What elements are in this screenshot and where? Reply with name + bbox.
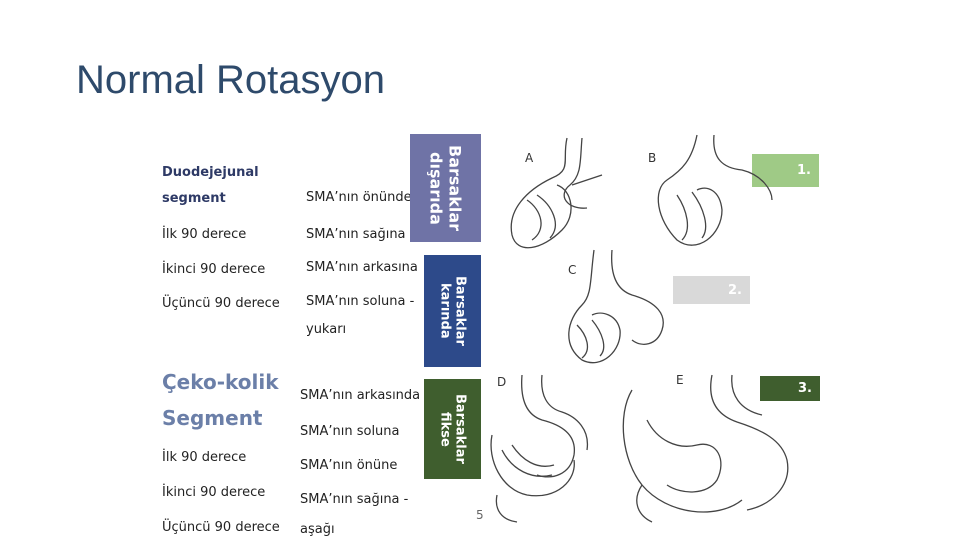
ceko-label-2: İlk 90 derece xyxy=(162,450,247,465)
figure-label-a: A xyxy=(525,151,534,165)
figure-b xyxy=(657,134,773,246)
ceko-heading-line1: Çeko-kolik xyxy=(162,370,279,394)
duodeno-value-1: SMA’nın sağına xyxy=(306,227,406,242)
ceko-label-4: Üçüncü 90 derece xyxy=(162,520,280,535)
ceko-value-1: SMA’nın soluna xyxy=(300,424,400,439)
figure-d xyxy=(490,374,589,523)
ceko-value-3: SMA’nın sağına - xyxy=(300,492,409,507)
ceko-value-2: SMA’nın önüne xyxy=(300,458,398,473)
bar3-text: Barsaklar fikse xyxy=(437,394,468,464)
stage-2-badge: 2. xyxy=(673,276,750,304)
page-number: 5 xyxy=(476,508,484,522)
bar2-text: Barsaklar karında xyxy=(437,276,468,346)
bar-barsaklar-fikse: Barsaklar fikse xyxy=(424,379,481,479)
figure-label-b: B xyxy=(648,151,657,165)
duodeno-heading-line1: Duodejejunal xyxy=(162,165,259,180)
duodeno-heading: Duodejejunal segment xyxy=(162,160,259,212)
ceko-label-3: İkinci 90 derece xyxy=(162,485,266,500)
figure-label-e: E xyxy=(676,373,684,387)
duodeno-label-2: İkinci 90 derece xyxy=(162,262,266,277)
ceko-value-0: SMA’nın arkasında xyxy=(300,388,421,403)
ceko-heading-line2: Segment xyxy=(162,406,263,430)
duodeno-value-2: SMA’nın arkasına xyxy=(306,260,418,275)
duodeno-label-3: Üçüncü 90 derece xyxy=(162,296,280,311)
duodeno-label-1: İlk 90 derece xyxy=(162,227,247,242)
ceko-value-4: aşağı xyxy=(300,522,335,537)
duodeno-value-0: SMA’nın önünde xyxy=(306,190,412,205)
figure-label-d: D xyxy=(497,375,507,389)
duodeno-value-4: yukarı xyxy=(306,322,347,337)
bar-barsaklar-disarida: Barsaklar dışarıda xyxy=(410,134,481,242)
figure-c xyxy=(568,249,664,364)
slide-title: Normal Rotasyon xyxy=(76,58,386,102)
duodeno-value-3: SMA’nın soluna - xyxy=(306,294,415,309)
figure-e xyxy=(622,374,789,523)
figure-label-c: C xyxy=(568,263,577,277)
stage-3-badge: 3. xyxy=(760,376,820,401)
rotation-diagram xyxy=(490,134,789,523)
figure-a xyxy=(510,137,603,249)
duodeno-heading-line2: segment xyxy=(162,191,226,206)
bar-barsaklar-karinda: Barsaklar karında xyxy=(424,255,481,367)
bar1-text: Barsaklar dışarıda xyxy=(426,144,465,231)
